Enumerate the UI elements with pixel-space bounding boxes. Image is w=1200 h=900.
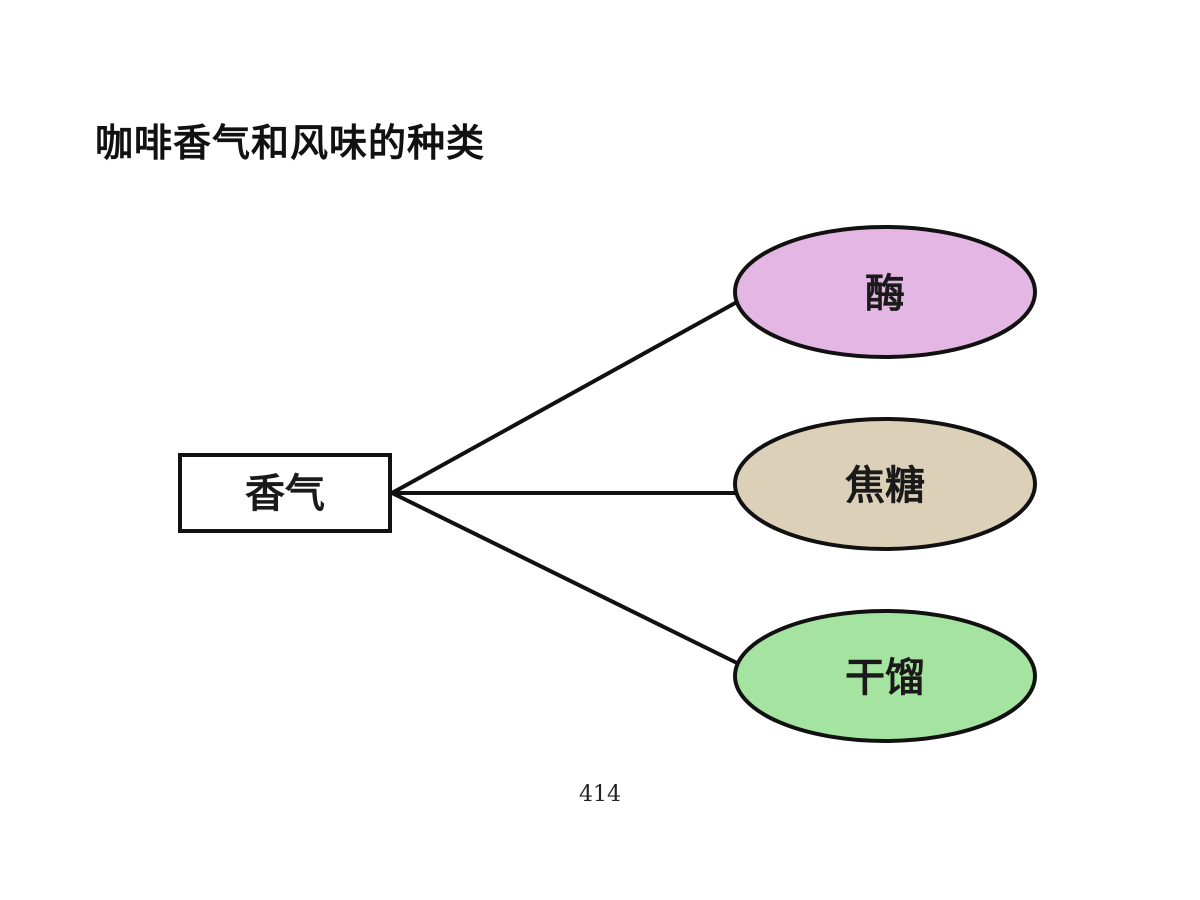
branch-ellipse-enzyme [733, 225, 1037, 359]
page-title: 咖啡香气和风味的种类 [95, 121, 486, 165]
branch-ellipse-caramel [733, 417, 1037, 551]
root-node-box [178, 453, 392, 533]
connector-line-1 [391, 300, 738, 495]
branch-node-dry-distillation: 干馏 [733, 609, 1037, 743]
branch-node-enzyme: 酶 [733, 225, 1037, 359]
connector-line-3 [391, 491, 738, 665]
branch-node-caramel: 焦糖 [733, 417, 1037, 551]
branch-label-caramel: 焦糖 [845, 463, 925, 509]
root-node-label: 香气 [245, 471, 325, 517]
branch-label-dry-distillation: 干馏 [845, 655, 925, 701]
branch-ellipse-dry-distillation [733, 609, 1037, 743]
page-number: 414 [579, 782, 621, 807]
root-node: 香气 [178, 453, 392, 533]
branch-label-enzyme: 酶 [865, 271, 905, 317]
